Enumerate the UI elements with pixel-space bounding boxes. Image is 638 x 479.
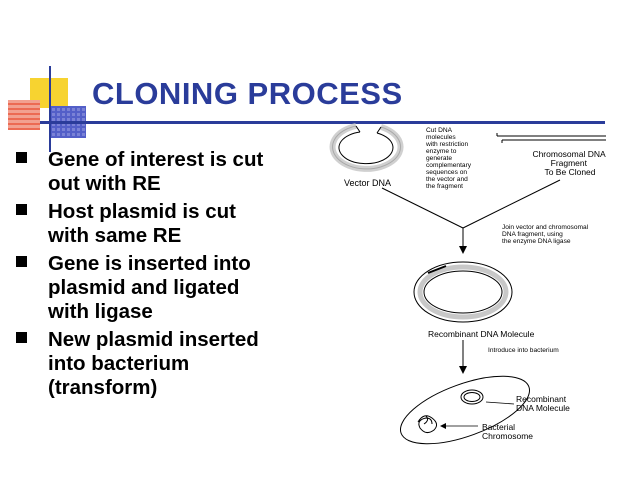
arrow-down-icon bbox=[459, 246, 467, 254]
bullet-line: out with RE bbox=[48, 172, 161, 195]
cell-chromosome-line: Chromosome bbox=[482, 431, 533, 441]
join-note: Join vector and chromosomal DNA fragment… bbox=[502, 224, 590, 245]
cut-note-line: the fragment bbox=[426, 183, 463, 190]
title-underline bbox=[40, 121, 605, 124]
chromosomal-label: Chromosomal DNA Fragment To Be Cloned bbox=[532, 149, 607, 177]
bullet-square-icon bbox=[16, 332, 27, 343]
slide-title: CLONING PROCESS bbox=[92, 76, 403, 111]
bullet-line: New plasmid inserted bbox=[48, 328, 259, 351]
cell-recombinant-label: Recombinant DNA Molecule bbox=[516, 394, 570, 413]
cut-note-line: molecules bbox=[426, 134, 456, 141]
join-note-line: DNA fragment, using bbox=[502, 231, 563, 238]
join-note-line: Join vector and chromosomal bbox=[502, 224, 589, 231]
bullet-square-icon bbox=[16, 256, 27, 267]
cell-chromosome-line: Bacterial bbox=[482, 422, 515, 432]
bullet-list: Gene of interest is cut out with RE Host… bbox=[16, 148, 316, 404]
chromosomal-label-line: To Be Cloned bbox=[544, 167, 595, 177]
bullet-square-icon bbox=[16, 152, 27, 163]
bullet-item: Gene of interest is cut out with RE bbox=[16, 148, 316, 196]
introduce-note: Introduce into bacterium bbox=[488, 347, 559, 354]
cut-note-line: the vector and bbox=[426, 176, 468, 183]
bullet-line: plasmid and ligated bbox=[48, 276, 240, 299]
recombinant-plasmid bbox=[413, 261, 513, 323]
bullet-line: Gene of interest is cut bbox=[48, 148, 264, 171]
cut-note-line: Cut DNA bbox=[426, 127, 453, 134]
cut-note-line: sequences on bbox=[426, 169, 467, 176]
deco-red-grid bbox=[8, 100, 40, 130]
join-note-line: the enzyme DNA ligase bbox=[502, 238, 571, 245]
bullet-item: New plasmid inserted into bacterium (tra… bbox=[16, 328, 316, 400]
bullet-item: Gene is inserted into plasmid and ligate… bbox=[16, 252, 316, 324]
chromosomal-label-line: Chromosomal DNA bbox=[532, 149, 606, 159]
arrow-left-icon bbox=[440, 423, 446, 429]
vector-plasmid bbox=[329, 123, 404, 172]
cut-note: Cut DNA molecules with restriction enzym… bbox=[425, 127, 473, 190]
bullet-line: with ligase bbox=[48, 300, 153, 323]
cell-chromosome-label: Bacterial Chromosome bbox=[482, 422, 533, 441]
bullet-line: (transform) bbox=[48, 376, 158, 399]
cut-note-line: enzyme to bbox=[426, 148, 457, 155]
vector-dna-label: Vector DNA bbox=[344, 178, 391, 188]
bullet-line: with same RE bbox=[48, 224, 182, 247]
cut-note-line: generate bbox=[426, 155, 452, 162]
connector-left bbox=[381, 187, 464, 229]
connector-right bbox=[462, 179, 561, 229]
recombinant-label: Recombinant DNA Molecule bbox=[428, 329, 535, 339]
bullet-line: into bacterium bbox=[48, 352, 190, 375]
chromosomal-fragment bbox=[496, 133, 606, 143]
bullet-line: Gene is inserted into bbox=[48, 252, 251, 275]
arrow-down-icon bbox=[459, 366, 467, 374]
deco-vertical-line bbox=[49, 66, 51, 152]
bullet-square-icon bbox=[16, 204, 27, 215]
pointer-recombinant bbox=[485, 401, 515, 405]
bullet-item: Host plasmid is cut with same RE bbox=[16, 200, 316, 248]
bacterial-cell bbox=[399, 375, 531, 445]
cut-note-line: with restriction bbox=[425, 141, 468, 148]
bullet-line: Host plasmid is cut bbox=[48, 200, 236, 223]
cut-note-line: complementary bbox=[426, 162, 472, 169]
chromosomal-label-line: Fragment bbox=[551, 158, 588, 168]
cell-recombinant-line: Recombinant bbox=[516, 394, 567, 404]
cell-recombinant-line: DNA Molecule bbox=[516, 403, 570, 413]
